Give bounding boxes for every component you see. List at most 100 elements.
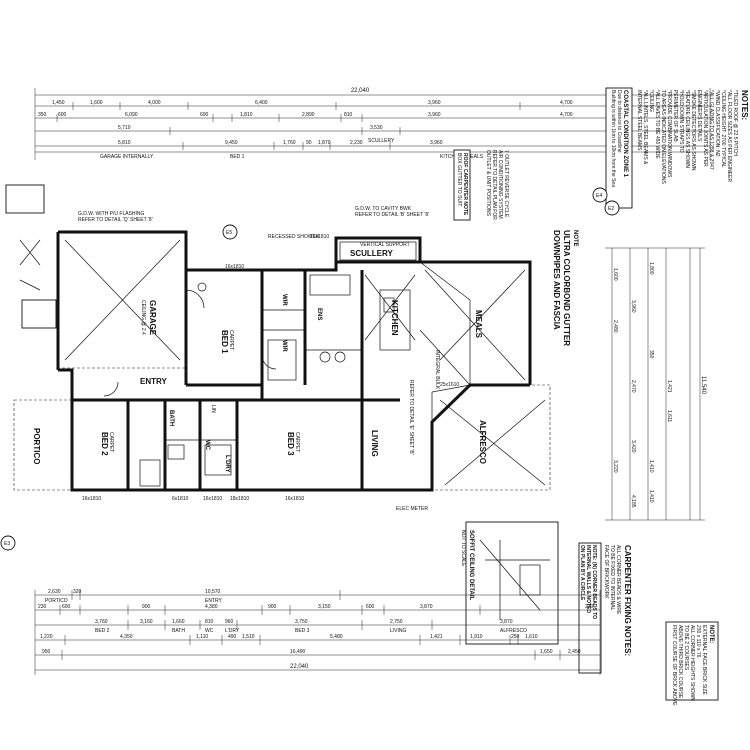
gdw-label-2: REFER TO DETAIL 'Q' SHEET '8' <box>78 217 153 223</box>
dim-text: 900 <box>142 604 151 610</box>
dim-label: BED 1 <box>230 154 245 160</box>
dim-text: 1,870 <box>318 140 331 146</box>
dim-text: 1,450 <box>52 100 65 106</box>
aircon-line: AIR CONDITIONING SYSTEM <box>497 150 503 219</box>
coastal-line: Building is within 1km to 10km from the … <box>610 90 616 187</box>
dim-label: BED 3 <box>295 628 310 634</box>
note-ultra-colorbond: NOTE ULTRA COLORBOND GUTTER DOWNPIPES AN… <box>552 230 578 346</box>
note-line: ENGINEERS DETAILS <box>696 90 702 142</box>
notes-title: NOTES: <box>740 90 749 120</box>
room-bath: BATH <box>168 410 174 426</box>
note-br-line: 230 x 110 x 76 <box>695 625 701 658</box>
note-line: *ARTICULATION JOINTS AS PER <box>702 90 708 167</box>
note-br-line: TO BE 2 COURSES <box>683 625 689 671</box>
note-line: PERIMETER OF SLAB <box>672 90 678 142</box>
room-bed3: BED 3 <box>286 432 295 456</box>
note-line: *SMOKE DETECTORS AS SHOWN <box>690 90 696 171</box>
coastal-title: COASTAL CONDITION ZONE 1 <box>622 90 628 178</box>
carpenter-fixing-line: NOTE: (N) CORNER BEADS TO <box>591 545 597 619</box>
room-living: LIVING <box>370 430 379 457</box>
dim-text: 3,960 <box>428 112 441 118</box>
dim-text: 4,380 <box>205 604 218 610</box>
carpenter-fixing-line: INTERNAL WALLS & NOTED <box>585 545 591 613</box>
dim-label: ENTRY <box>205 598 223 604</box>
dim-text: 90 <box>306 140 312 146</box>
dim-text: 350 <box>38 112 47 118</box>
dim-text: 350 <box>648 350 654 359</box>
dim-text: 6,090 <box>125 112 138 118</box>
dim-text: 320 <box>73 589 82 595</box>
dim-text: 600 <box>62 604 71 610</box>
window-label: 18x1810 <box>230 496 249 502</box>
window-labels: 16x1810 16x1810 16x1810 16x1810 6x1810 1… <box>82 234 459 502</box>
dim-text: 3,150 <box>318 604 331 610</box>
dim-text: 4,700 <box>560 112 573 118</box>
dim-text: 810 <box>205 619 214 625</box>
room-wir: WIR <box>281 294 287 306</box>
dim-label: PORTICO <box>45 598 68 604</box>
ceiling-diagonals <box>64 239 546 486</box>
note-line: *TILED ROOF @ 22.5 PITCH <box>732 90 738 156</box>
room-bed1-sub: CARPET <box>228 330 234 350</box>
dim-text: 3,760 <box>95 619 108 625</box>
dim-text: 1,660 <box>172 619 185 625</box>
ref-ceiling: REFER TO DETAIL 'E' SHEET 'B' <box>408 380 414 455</box>
room-linen: LIN <box>210 405 216 413</box>
coastal-sub: Due to distance to Coastline <box>616 90 622 153</box>
overall-height-right: 11,540 <box>700 376 706 395</box>
window-label: 6x1810 <box>172 496 189 502</box>
soffit-sub: NOT TO SCALE <box>460 530 466 567</box>
dim-text: 5,710 <box>118 125 131 131</box>
dim-text: 3,160 <box>140 619 153 625</box>
dim-text: 2,630 <box>48 589 61 595</box>
dim-text: 600 <box>58 112 67 118</box>
note-ultra-line: DOWNPIPES AND FASCIA <box>552 230 561 330</box>
dim-text: 2,230 <box>350 140 363 146</box>
dim-text: 230 <box>585 604 594 610</box>
dim-text: 950 <box>42 649 51 655</box>
dim-text: 3,960 <box>630 300 636 313</box>
e4-marker: E4 <box>596 193 602 199</box>
dim-text: 960 <box>225 619 234 625</box>
bottom-dimensions: 2,630 320 10,570 PORTICO ENTRY 230 600 9… <box>34 589 601 675</box>
room-wc: WC <box>204 440 210 451</box>
carpenter-note: ROOF CARPENTER NOTE BOX GUTTER TO SUIT <box>453 149 471 221</box>
room-bed1: BED 1 <box>220 330 229 354</box>
dim-text: 230 <box>38 604 47 610</box>
dim-text: 2,480 <box>612 320 618 333</box>
carpenter-note-line: BOX GUTTER TO SUIT <box>456 153 462 206</box>
overall-width-bottom: 22,040 <box>290 664 309 670</box>
dim-text: 3,750 <box>295 619 308 625</box>
note-ultra-title: NOTE <box>572 230 578 247</box>
portico-slab <box>13 399 73 491</box>
vertical-support: VERTICAL SUPPORT <box>360 242 410 248</box>
overall-width-top: 22,040 <box>351 88 370 94</box>
carpenter-fixing-line: ALL CORNER BEADS & WIRE <box>615 545 621 615</box>
dim-text: 9,450 <box>225 140 238 146</box>
note-line: *FEATURE CEILINGS AS SHOWN <box>684 90 690 168</box>
notes-box: NOTES: *TILED ROOF @ 22.5 PITCH *ALL FLO… <box>605 87 749 209</box>
e3-marker: E3 <box>4 541 10 547</box>
window-label: 16x1810 <box>82 496 101 502</box>
dim-text: 16,490 <box>290 649 306 655</box>
elec-meter: ELEC METER <box>396 506 428 512</box>
room-bed2-sub: CARPET <box>108 432 114 452</box>
dim-text: 1,410 <box>648 460 654 473</box>
dim-text: 490 <box>228 634 237 640</box>
dim-text: 2,750 <box>390 619 403 625</box>
room-kitchen: KITCHEN <box>390 300 399 336</box>
aircon-note: 7 OUTLET REVERSE CYCLE AIR CONDITIONING … <box>485 150 509 220</box>
aircon-line: REFER TO DETAIL PLAN FOR <box>491 150 497 220</box>
dim-text: 3,870 <box>500 619 513 625</box>
room-ens: ENS <box>316 308 322 320</box>
dim-text: 3,960 <box>428 100 441 106</box>
e2-marker: E2 <box>608 206 614 212</box>
dim-label: GARAGE INTERNALLY <box>100 154 154 160</box>
carpenter-fixing-line: FACE OF BRICKWORK <box>603 545 609 599</box>
building-walls <box>13 230 551 492</box>
note-line: *HOLD DOWN STRAPS TO <box>678 90 684 153</box>
dim-text: 6,400 <box>255 100 268 106</box>
dim-text: 3,220 <box>612 460 618 473</box>
note-line: *WIND CLASSIFICATION: N2 <box>714 90 720 157</box>
